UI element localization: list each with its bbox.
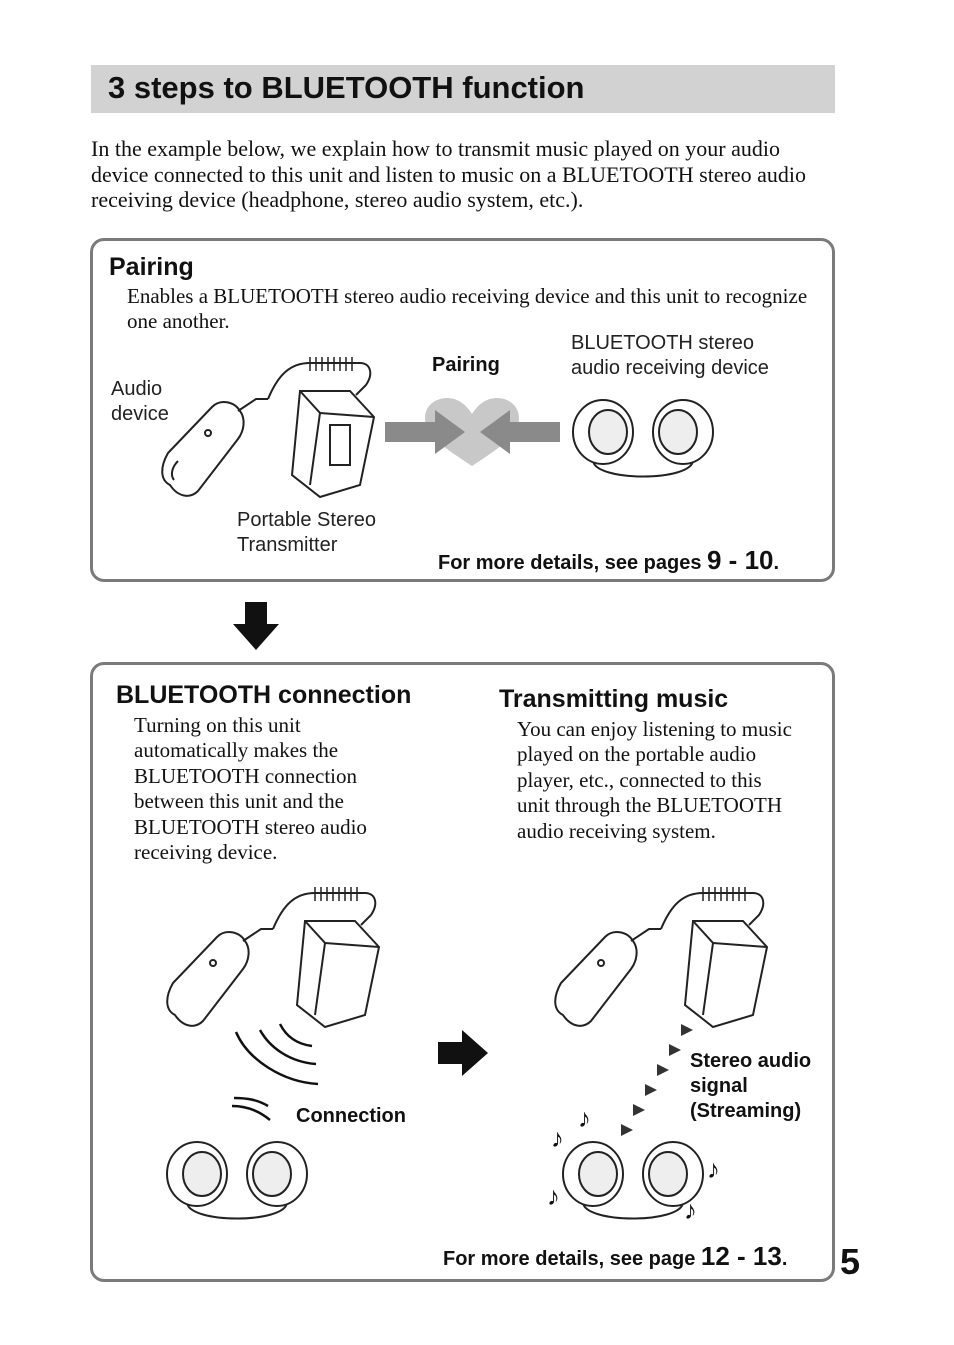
signal-label-line3: (Streaming) (690, 1099, 811, 1124)
connection-headphones-illustration (162, 1132, 312, 1230)
bluetooth-connection-heading: BLUETOOTH connection (116, 680, 411, 710)
pairing-arrow-label: Pairing (432, 353, 500, 378)
transmitting-music-heading: Transmitting music (499, 684, 728, 714)
audio-device-with-transmitter-illustration (160, 355, 380, 505)
music-note-icon: ♪ (578, 1104, 591, 1134)
receiver-label-line2: audio receiving device (571, 356, 769, 381)
page-number: 5 (840, 1240, 860, 1284)
transmitter-label: Portable Stereo Transmitter (237, 508, 376, 558)
signal-label-line2: signal (690, 1074, 811, 1099)
transmitting-music-description: You can enjoy listening to music played … (517, 717, 792, 844)
transmitter-label-line1: Portable Stereo (237, 508, 376, 533)
pairing-description: Enables a BLUETOOTH stereo audio receivi… (127, 284, 817, 335)
connection-device-illustration (165, 885, 385, 1035)
intro-paragraph: In the example below, we explain how to … (91, 136, 831, 213)
connection-label: Connection (296, 1104, 406, 1129)
right-arrow-icon (438, 1030, 488, 1076)
down-arrow-icon (233, 602, 279, 650)
transmitter-label-line2: Transmitter (237, 533, 376, 558)
transmitting-details-reference: For more details, see page 12 - 13. (443, 1241, 787, 1272)
headphones-illustration (568, 390, 718, 488)
streaming-device-illustration (553, 885, 773, 1035)
music-note-icon: ♪ (551, 1124, 564, 1154)
receiver-label-line1: BLUETOOTH stereo (571, 331, 769, 356)
transmitting-details-pages: 12 - 13 (701, 1241, 782, 1271)
music-note-icon: ♪ (707, 1155, 720, 1185)
page-title: 3 steps to BLUETOOTH function (108, 68, 585, 108)
bluetooth-connection-description: Turning on this unit automatically makes… (134, 713, 404, 865)
pairing-arrows-heart-illustration (385, 398, 560, 468)
receiver-label: BLUETOOTH stereo audio receiving device (571, 331, 769, 381)
pairing-details-pages: 9 - 10 (707, 545, 774, 575)
signal-stream-triangles (615, 1022, 695, 1142)
stereo-audio-signal-label: Stereo audio signal (Streaming) (690, 1049, 811, 1124)
pairing-details-reference: For more details, see pages 9 - 10. (438, 545, 779, 576)
pairing-heading: Pairing (109, 252, 194, 282)
music-note-icon: ♪ (684, 1196, 697, 1226)
signal-label-line1: Stereo audio (690, 1049, 811, 1074)
music-note-icon: ♪ (547, 1182, 560, 1212)
